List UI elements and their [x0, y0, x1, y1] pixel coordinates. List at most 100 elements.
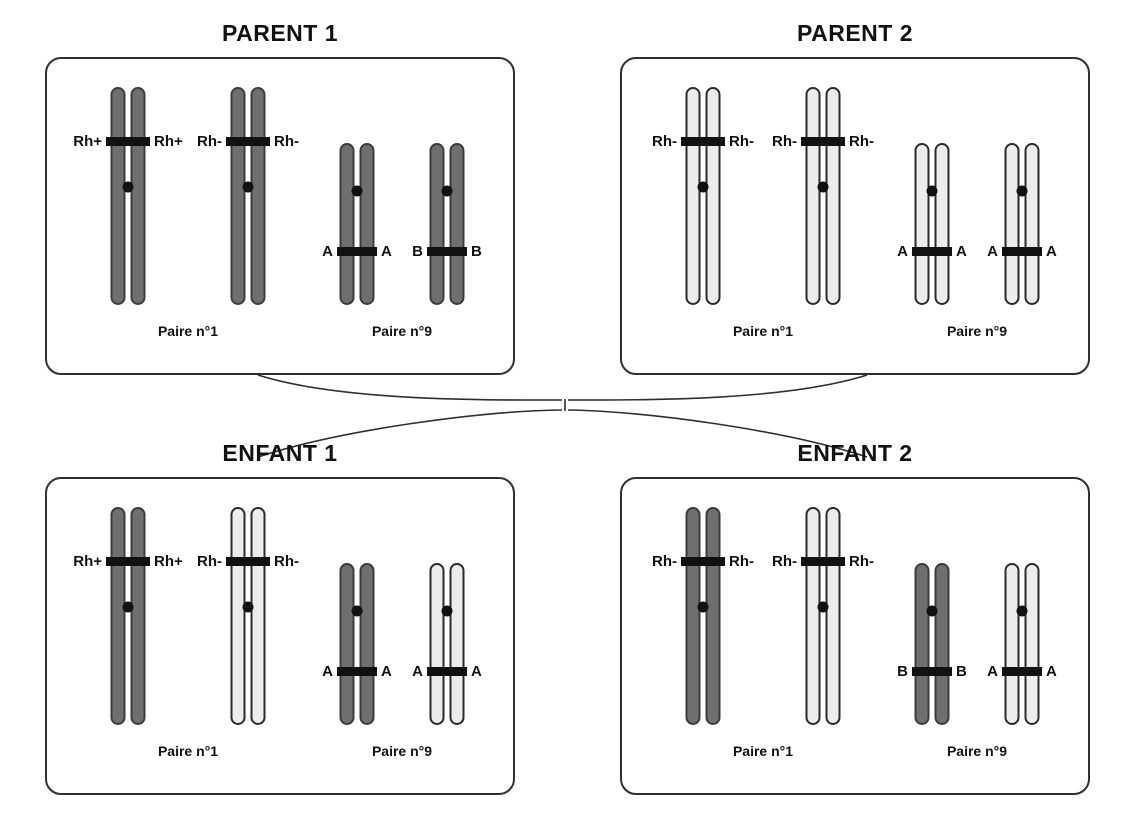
chromatid: [449, 563, 465, 725]
allele-band: [1002, 247, 1042, 256]
chromatid: [359, 143, 375, 305]
chromatid: [805, 507, 821, 725]
chromatid: [825, 87, 841, 305]
allele-band: [801, 137, 845, 146]
chromosome: Rh- Rh-: [772, 87, 874, 305]
centromere-dot: [817, 601, 829, 613]
allele-label-right: A: [1046, 663, 1057, 680]
pair-label: Paire n°9: [946, 323, 1008, 339]
chromatid: [685, 87, 701, 305]
panel-title: ENFANT 2: [797, 440, 913, 466]
allele-label-left: Rh-: [197, 133, 222, 150]
centromere-dot: [351, 605, 363, 617]
centromere-dot: [817, 181, 829, 193]
allele-band: [912, 247, 952, 256]
centromere-dot: [122, 601, 134, 613]
chromosome: Rh-Rh-: [652, 87, 754, 305]
centromere-dot: [1016, 605, 1028, 617]
allele-band: [226, 137, 270, 146]
allele-label-left: Rh-: [197, 553, 222, 570]
chromatid: [339, 563, 355, 725]
chromatid: [449, 143, 465, 305]
allele-label-right: A: [1046, 243, 1057, 260]
chromatid: [914, 563, 930, 725]
chromosome-pair-group: Rh-Rh-Rh-Rh-Paire n°1: [648, 85, 878, 339]
allele-label-right: Rh-: [274, 133, 299, 150]
allele-label-left: Rh-: [652, 133, 677, 150]
allele-band: [427, 667, 467, 676]
chromatid: [359, 563, 375, 725]
chromatid: [230, 87, 246, 305]
centromere-dot: [697, 601, 709, 613]
chromosome-pair-group: Rh- Rh- Rh- Rh- Paire n°1: [648, 505, 878, 759]
centromere-dot: [242, 601, 254, 613]
chromosome: Rh+Rh+: [73, 87, 183, 305]
chromatid: [250, 87, 266, 305]
allele-label-left: A: [412, 663, 423, 680]
pair-label: Paire n°9: [946, 743, 1008, 759]
chromosome-pair-group: Rh+Rh+Rh-Rh-Paire n°1: [73, 505, 303, 759]
allele-label-left: Rh-: [772, 133, 797, 150]
allele-label-right: Rh+: [154, 553, 183, 570]
allele-label-right: Rh-: [849, 133, 874, 150]
centromere-dot: [441, 185, 453, 197]
connector-parent2-line: [567, 374, 868, 401]
chromatid: [230, 507, 246, 725]
allele-label-left: B: [897, 663, 908, 680]
chromosome-row: Rh+Rh+Rh-Rh-: [73, 505, 303, 727]
chromosome-row: Rh+Rh+ Rh- Rh-: [73, 85, 303, 307]
allele-band: [681, 557, 725, 566]
allele-label-right: A: [381, 663, 392, 680]
allele-label-right: Rh-: [849, 553, 874, 570]
centromere-dot: [697, 181, 709, 193]
allele-band: [681, 137, 725, 146]
chromatid: [130, 507, 146, 725]
centromere-dot: [926, 605, 938, 617]
panel-title: PARENT 2: [796, 20, 914, 46]
allele-label-right: Rh-: [729, 553, 754, 570]
allele-label-left: A: [987, 663, 998, 680]
pair-label: Paire n°1: [157, 743, 219, 759]
chromatid: [685, 507, 701, 725]
chromosome: Rh-Rh-: [197, 507, 299, 725]
pair-label: Paire n°1: [732, 743, 794, 759]
chromosome: Rh- Rh-: [652, 507, 754, 725]
chromatid: [1004, 563, 1020, 725]
centromere-dot: [351, 185, 363, 197]
chromatid: [130, 87, 146, 305]
allele-label-right: A: [956, 243, 967, 260]
connector-parent1-line: [257, 374, 563, 401]
allele-label-left: Rh-: [772, 553, 797, 570]
allele-label-left: Rh-: [652, 553, 677, 570]
allele-band: [337, 247, 377, 256]
allele-label-left: A: [322, 663, 333, 680]
centromere-dot: [441, 605, 453, 617]
centromere-dot: [122, 181, 134, 193]
pair-label: Paire n°9: [371, 743, 433, 759]
allele-label-left: A: [987, 243, 998, 260]
allele-label-right: B: [956, 663, 967, 680]
chromatid: [914, 143, 930, 305]
pair-label: Paire n°9: [371, 323, 433, 339]
allele-band: [912, 667, 952, 676]
chromatid: [705, 507, 721, 725]
